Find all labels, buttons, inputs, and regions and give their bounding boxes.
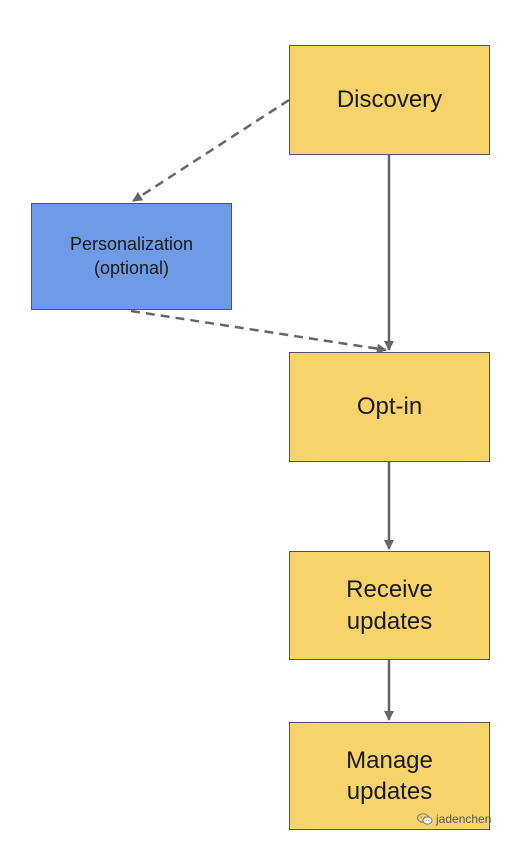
- node-discovery-label: Discovery: [336, 86, 443, 114]
- node-receive-updates-label-line2: updates: [346, 607, 433, 635]
- edge-personalization-to-optin: [130, 309, 387, 354]
- node-opt-in-label: Opt-in: [356, 393, 423, 421]
- node-personalization: Personalization (optional): [31, 203, 232, 310]
- node-personalization-label-line1: Personalization: [69, 234, 194, 255]
- wechat-icon: [417, 813, 433, 825]
- node-receive-updates-label-line1: Receive: [346, 576, 433, 604]
- watermark: jadenchen: [417, 812, 491, 826]
- node-discovery: Discovery: [289, 45, 490, 155]
- node-manage-updates-label-line2: updates: [346, 778, 433, 805]
- node-opt-in: Opt-in: [289, 352, 490, 462]
- node-personalization-label-line2: (optional): [93, 257, 170, 278]
- watermark-text: jadenchen: [436, 812, 492, 826]
- node-manage-updates-label-line1: Manage: [346, 746, 433, 774]
- node-receive-updates: Receive updates: [289, 551, 490, 660]
- node-manage-updates: Manage updates: [289, 722, 490, 830]
- edge-discovery-to-personalization: [132, 98, 290, 203]
